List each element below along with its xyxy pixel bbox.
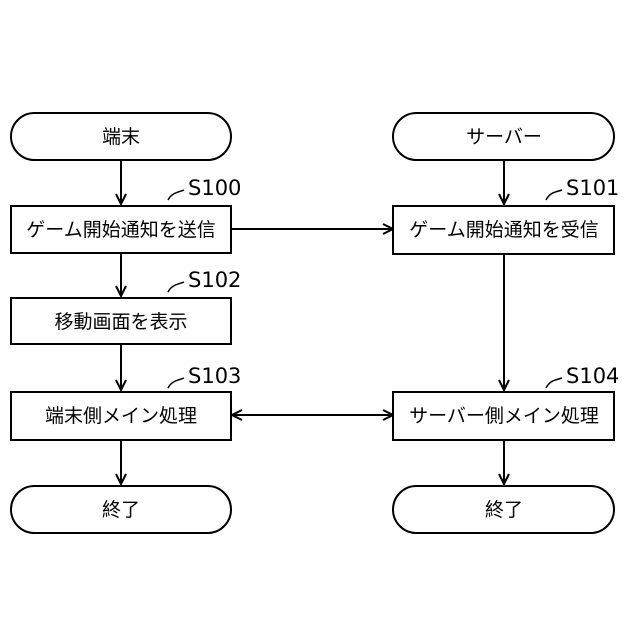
step-label-s100: S100 xyxy=(188,176,241,200)
step-label-s101: S101 xyxy=(566,176,619,200)
process-step-s102-text: 移動画面を表示 xyxy=(54,311,187,333)
process-step-s104-text: サーバー側メイン処理 xyxy=(409,405,599,427)
terminal-end-terminal-text: 終了 xyxy=(102,499,140,521)
s103-leader-line xyxy=(168,378,184,388)
terminal-end-server-text: 終了 xyxy=(485,499,523,521)
process-step-s102: 移動画面を表示 xyxy=(11,298,231,344)
s102-leader-line xyxy=(168,282,184,292)
process-step-s103: 端末側メイン処理 xyxy=(11,392,231,440)
terminal-start-terminal-text: 端末 xyxy=(102,126,140,148)
s100-leader-line xyxy=(168,190,184,200)
step-label-s102: S102 xyxy=(188,268,241,292)
s104-leader-line xyxy=(546,378,562,388)
terminal-start-server: サーバー xyxy=(393,113,614,160)
process-step-s100-text: ゲーム開始通知を送信 xyxy=(26,219,215,241)
process-step-s101: ゲーム開始通知を受信 xyxy=(393,206,614,254)
process-step-s104: サーバー側メイン処理 xyxy=(393,392,614,440)
terminal-start-terminal: 端末 xyxy=(11,113,231,160)
terminal-start-server-text: サーバー xyxy=(466,126,542,148)
process-step-s101-text: ゲーム開始通知を受信 xyxy=(409,219,598,241)
terminal-end-terminal: 終了 xyxy=(11,486,231,533)
step-label-s104: S104 xyxy=(566,364,619,388)
process-step-s100: ゲーム開始通知を送信 xyxy=(11,206,231,253)
s101-leader-line xyxy=(546,190,562,200)
process-step-s103-text: 端末側メイン処理 xyxy=(45,405,197,427)
step-label-s103: S103 xyxy=(188,364,241,388)
terminal-end-server: 終了 xyxy=(393,486,614,533)
